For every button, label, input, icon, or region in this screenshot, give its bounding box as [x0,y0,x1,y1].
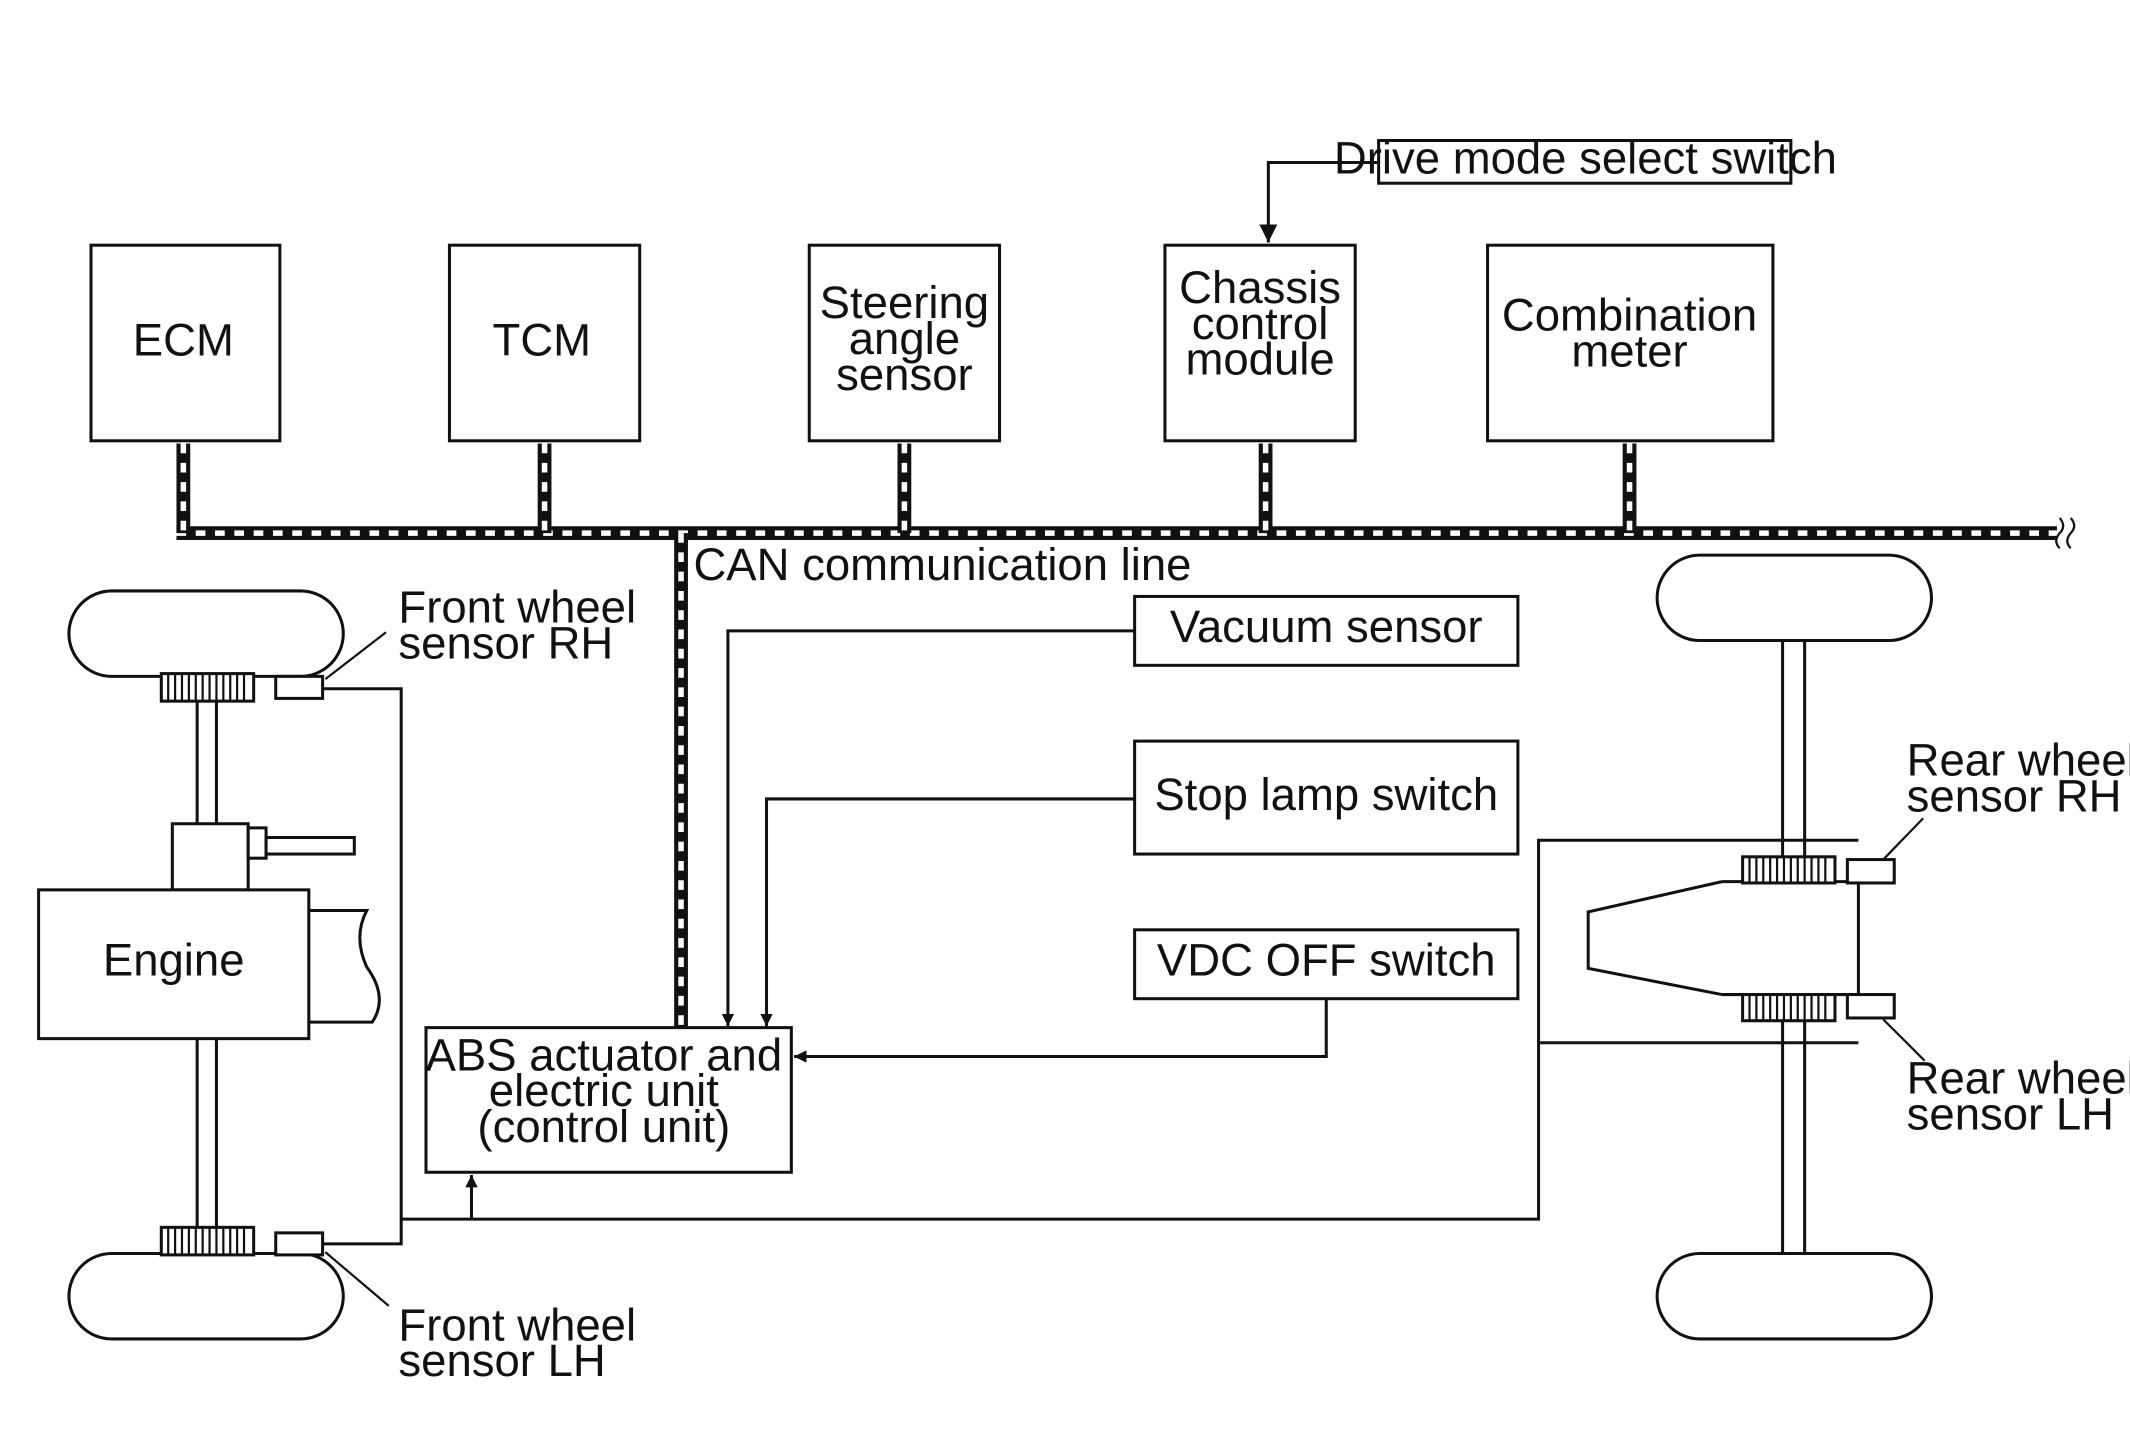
front-lh-sensor [274,1231,325,1257]
chassis-control-module-label-line1: Chassis [1179,262,1341,313]
vacuum-sensor-wire [721,629,1135,1027]
can-line-label: CAN communication line [693,539,1191,590]
rear-lh-tone-ring [1741,993,1837,1023]
drive-mode-select-switch: Drive mode select switch [1334,133,1837,185]
vdc-off-switch: VDC OFF switch [1133,928,1520,1001]
front-lh-leader [324,1251,390,1307]
front-lh-tire [67,1252,345,1341]
vacuum-sensor-label: Vacuum sensor [1170,601,1483,652]
front-axle: Engine [37,589,381,1341]
rear-rh-leader [1882,817,1924,861]
chassis-control-module: Chassis control module [1163,243,1357,443]
rear-rh-sensor-label-line1: Rear wheel [1907,735,2130,786]
abs-unit-label-line2: electric unit [489,1065,719,1116]
drive-mode-select-switch-label: Drive mode select switch [1334,133,1837,184]
vacuum-sensor: Vacuum sensor [1133,594,1520,667]
rear-lh-tire [1655,1252,1933,1341]
stop-lamp-switch: Stop lamp switch [1133,739,1520,856]
ecm-module: ECM [89,243,282,443]
front-lh-sensor-label-line2: sensor LH [398,1335,605,1386]
chassis-control-module-label-line2: control [1192,298,1329,349]
front-rh-sensor [274,674,325,700]
abs-unit-label-line1: ABS actuator and [426,1029,783,1080]
rear-lh-leader [1882,1018,1926,1062]
front-lh-tone-ring [159,1225,256,1257]
vdc-off-switch-label: VDC OFF switch [1157,934,1496,985]
can-bus [176,443,2076,1028]
ecm-label: ECM [133,314,234,365]
chassis-control-module-label-line3: module [1185,334,1334,385]
front-rh-tone-ring [159,672,256,703]
tcm-label: TCM [493,314,592,365]
steering-angle-sensor-label-line3: sensor [836,349,973,400]
tcm-module: TCM [447,243,642,443]
front-lh-sensor-label-line1: Front wheel [398,1299,636,1350]
front-rh-sensor-label-line1: Front wheel [398,582,636,633]
abs-unit-label-line3: (control unit) [477,1101,730,1152]
engine-block [37,888,311,1041]
rear-rh-tire [1655,553,1933,643]
combination-meter-label-line1: Combination [1502,290,1757,341]
stop-lamp-switch-wire [760,797,1135,1027]
front-rh-sensor-label-line2: sensor RH [398,617,613,668]
wheel-sensor-wiring [322,687,1859,1246]
front-rh-leader [324,631,387,680]
rear-lh-sensor [1845,993,1896,1020]
steering-angle-sensor-module: Steering angle sensor [807,243,1002,443]
rear-axle [1586,553,1933,1341]
steering-angle-sensor-label-line1: Steering [820,277,989,328]
can-bus-break-symbol [2055,517,2076,550]
drive-mode-to-chassis-arrow [1259,161,1379,243]
rear-rh-tone-ring [1741,855,1837,885]
combination-meter-module: Combination meter [1486,243,1775,443]
engine-label: Engine [103,934,245,985]
vdc-off-switch-wire [794,998,1328,1063]
rear-rh-sensor-label-line2: sensor RH [1907,770,2122,821]
combination-meter-label-line2: meter [1571,325,1687,376]
rear-lh-sensor-label-line1: Rear wheel [1907,1053,2130,1104]
steering-angle-sensor-label-line2: angle [849,313,960,364]
front-rh-tire [67,589,345,678]
abs-actuator-unit: ABS actuator and electric unit (control … [424,1026,793,1174]
rear-rh-sensor [1845,858,1896,885]
stop-lamp-switch-label: Stop lamp switch [1154,769,1498,820]
rear-lh-sensor-label-line2: sensor LH [1907,1089,2114,1140]
